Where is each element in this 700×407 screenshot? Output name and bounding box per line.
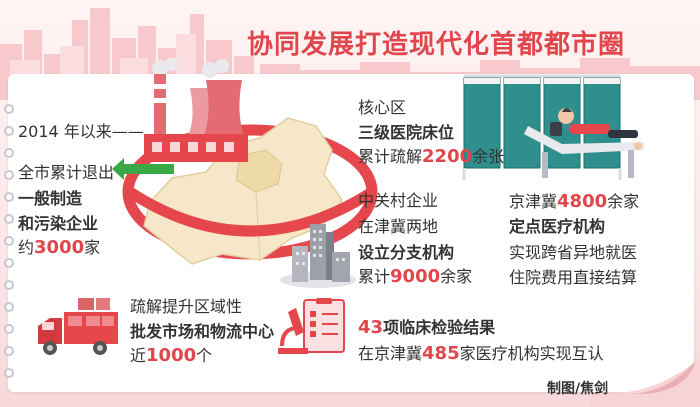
core-count: 累计疏解2200余张 <box>358 144 504 170</box>
binder-pin <box>4 258 14 268</box>
binder-pin <box>4 280 14 290</box>
since-label: 2014 年以来—— <box>18 122 144 141</box>
page-curl-graphic <box>590 358 700 407</box>
lab-line2-prefix: 在京津冀 <box>358 344 423 363</box>
arrow-left-icon <box>112 158 174 180</box>
buildings-icon <box>280 224 356 288</box>
exit-line2: 一般制造 <box>18 189 83 208</box>
factory-icon <box>144 58 248 162</box>
binder-pin <box>4 368 14 378</box>
markets-prefix: 近 <box>130 346 147 365</box>
binder-pin <box>4 126 14 136</box>
markets-line2: 批发市场和物流中心 <box>130 322 275 341</box>
medical-line3: 实现跨省异地就医 <box>509 243 638 262</box>
truck-icon <box>38 298 118 355</box>
zgc-line3: 设立分支机构 <box>358 243 455 262</box>
lab-line1: 43项临床检验结果 <box>358 315 495 341</box>
core-line2: 三级医院床位 <box>358 123 455 142</box>
core-line1: 核心区 <box>358 98 407 117</box>
exit-number: 3000 <box>34 237 85 258</box>
lab-number: 43 <box>358 317 384 338</box>
zgc-number: 9000 <box>390 266 441 287</box>
zgc-prefix: 累计 <box>358 267 391 286</box>
lab-line2-number: 485 <box>422 343 460 364</box>
binder-pin <box>4 214 14 224</box>
medical-suffix: 余家 <box>607 192 640 211</box>
hospital-bed-icon <box>462 74 644 180</box>
zgc-suffix: 余家 <box>440 267 473 286</box>
binder-pin <box>4 170 14 180</box>
binder-pin <box>4 324 14 334</box>
exit-count: 约3000家 <box>18 235 100 261</box>
exit-suffix: 家 <box>84 238 101 257</box>
lab-line2: 在京津冀485家医疗机构实现互认 <box>358 341 604 367</box>
binder-pin <box>4 346 14 356</box>
exit-line3: 和污染企业 <box>18 214 99 233</box>
markets-suffix: 个 <box>196 346 213 365</box>
core-number: 2200 <box>422 146 473 167</box>
markets-count: 近1000个 <box>130 343 212 369</box>
binder-pin <box>4 104 14 114</box>
credit-label: 制图/焦剑 <box>547 381 609 397</box>
markets-line1: 疏解提升区域性 <box>130 297 243 316</box>
medical-number: 4800 <box>557 191 608 212</box>
zgc-line2: 在津冀两地 <box>358 217 439 236</box>
medical-line2: 定点医疗机构 <box>509 217 606 236</box>
medical-count: 京津冀4800余家 <box>509 189 639 215</box>
binder-pin <box>4 148 14 158</box>
lab-line2-rest: 家医疗机构实现互认 <box>459 344 604 363</box>
zgc-count: 累计9000余家 <box>358 264 472 290</box>
page-title: 协同发展打造现代化首都都市圈 <box>247 30 626 60</box>
medical-line4: 住院费用直接结算 <box>509 268 638 287</box>
binder-pin <box>4 236 14 246</box>
map-ring-graphic <box>122 117 378 265</box>
exit-line1: 全市累计退出 <box>18 163 115 182</box>
binder-pin <box>4 192 14 202</box>
core-prefix: 累计疏解 <box>358 147 423 166</box>
core-suffix: 余张 <box>472 147 505 166</box>
lab-line1-rest: 项临床检验结果 <box>383 318 496 337</box>
markets-number: 1000 <box>146 345 197 366</box>
exit-prefix: 约 <box>18 238 35 257</box>
medical-prefix: 京津冀 <box>509 192 558 211</box>
zgc-line1: 中关村企业 <box>358 191 439 210</box>
microscope-clipboard-icon <box>278 298 345 354</box>
binder-pin <box>4 302 14 312</box>
